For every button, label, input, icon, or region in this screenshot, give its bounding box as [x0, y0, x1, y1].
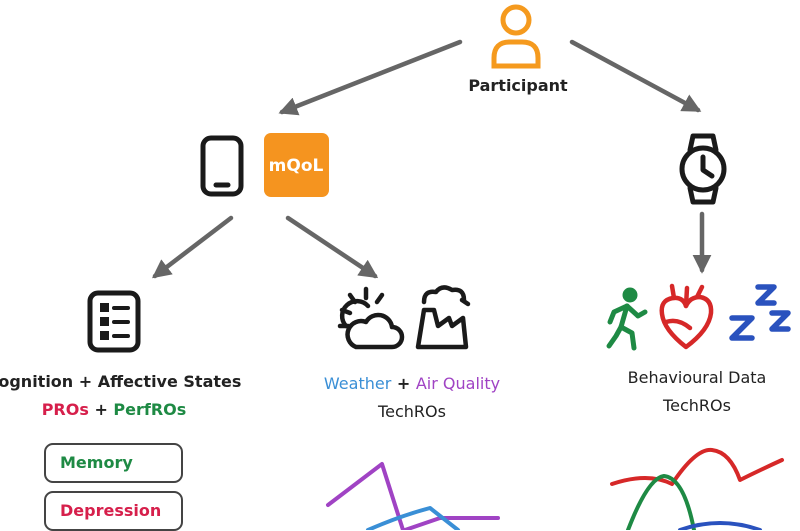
- mqol-badge-label: mQoL: [268, 156, 324, 176]
- smartwatch-icon: [679, 133, 727, 205]
- weather-icon: [337, 286, 405, 350]
- air-quality-label: Air Quality: [415, 374, 501, 393]
- questionnaire-icon: [87, 290, 141, 353]
- arrow-participant-to-watch: [569, 39, 702, 113]
- measure-depression: Depression: [44, 491, 183, 531]
- weather-label: Weather: [323, 374, 392, 393]
- cognition-subtitle: PROs + PerfROs: [42, 400, 187, 419]
- sleep-series: [678, 521, 762, 530]
- mqol-app-icon: [264, 133, 329, 197]
- perfros-label: PerfROs: [113, 400, 187, 419]
- air-quality-icon: [415, 285, 471, 350]
- measure-memory: Memory: [44, 443, 183, 483]
- behaviour-line-chart: [610, 447, 784, 530]
- participant-icon: [491, 4, 541, 69]
- arrow-phone-to-cognition: [151, 215, 234, 279]
- sleep-icon: [729, 284, 791, 341]
- behaviour-subtitle: TechROs: [663, 396, 731, 415]
- arrow-participant-to-phone: [278, 39, 463, 116]
- environment-subtitle: TechROs: [378, 402, 446, 421]
- heart-series: [610, 447, 784, 486]
- pros-plus: +: [94, 400, 108, 419]
- arrow-phone-to-environment: [285, 215, 379, 279]
- air-quality-series: [326, 462, 405, 530]
- participant-label: Participant: [468, 76, 568, 95]
- behaviour-title: Behavioural Data: [627, 368, 767, 387]
- smartphone-icon: [200, 135, 244, 197]
- cognition-title: Cognition + Affective States: [0, 372, 242, 391]
- weather-series: [366, 506, 460, 530]
- walking-icon: [606, 287, 648, 351]
- environment-title: Weather + Air Quality: [324, 374, 500, 393]
- activity-series: [626, 474, 696, 530]
- environment-plus: +: [396, 374, 411, 393]
- pros-label: PROs: [41, 400, 89, 419]
- heart-icon: [659, 283, 714, 350]
- environment-line-chart: [326, 462, 500, 530]
